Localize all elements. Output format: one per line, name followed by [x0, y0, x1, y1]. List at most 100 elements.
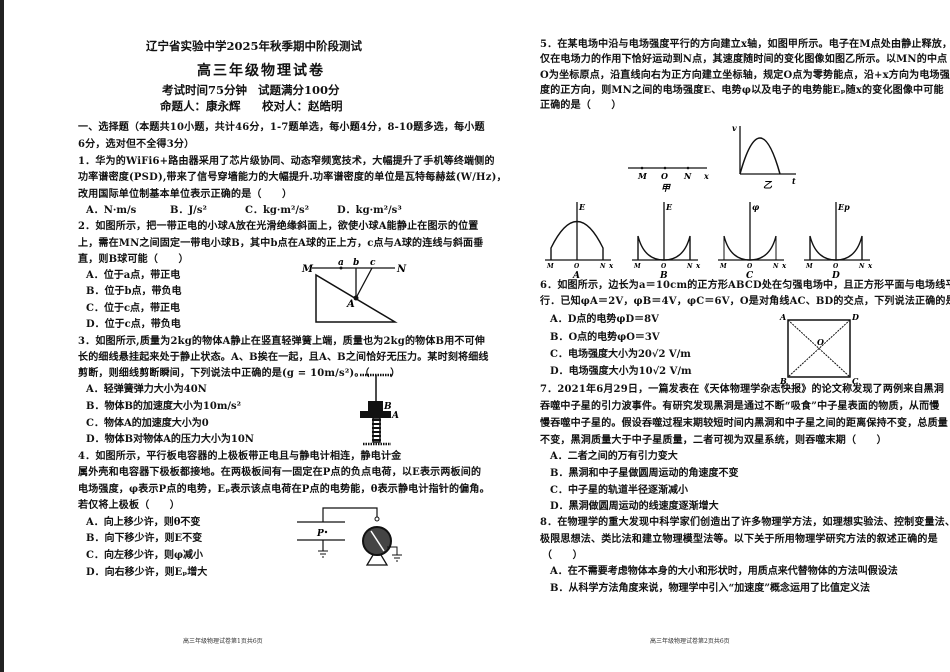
- svg-text:M: M: [637, 171, 648, 181]
- svg-text:c: c: [370, 258, 376, 268]
- svg-text:N: N: [599, 263, 606, 270]
- svg-text:D: D: [831, 271, 840, 281]
- graph-option-d[interactable]: Ep M O N x D: [802, 200, 877, 281]
- svg-text:乙: 乙: [763, 180, 773, 191]
- question-text: 极限思想法、类比法和建立物理模型法等。以下关于所用物理学研究方法的叙述正确的是: [540, 534, 938, 545]
- option-b[interactable]: B．位于b点，带负电: [86, 286, 182, 297]
- school-title: 辽宁省实验中学2025年秋季期中阶段测试: [146, 39, 363, 53]
- option-a[interactable]: A．轻弹簧弹力大小为40N: [86, 384, 207, 395]
- question-text: 慢吞噬中子星的。假设吞噬过程末期较短时间内黑洞和中子星之间的距离保持不变，总质量: [540, 418, 948, 429]
- svg-text:E: E: [665, 202, 673, 212]
- question-text: 6．如图所示，边长为a＝10cm的正方形ABCD处在匀强电场中，且正方形平面与电…: [540, 280, 950, 291]
- svg-text:P: P: [316, 529, 324, 539]
- option-c[interactable]: C．物体A的加速度大小为0: [86, 418, 209, 429]
- page-footer-right: 高三年级物理试卷第2页共6页: [650, 638, 730, 645]
- svg-text:D: D: [851, 312, 859, 322]
- option-c[interactable]: C．位于c点，带正电: [86, 303, 181, 314]
- option-d[interactable]: D．黑洞做圆周运动的线速度逐渐增大: [550, 501, 719, 512]
- question-text: 度的正方向，则MN之间的电场强度E、电势φ以及电子的电势能Eₚ随x的变化图像中可…: [540, 85, 944, 96]
- full-score: 试题满分100分: [258, 83, 340, 97]
- section-heading: 一、选择题（本题共10小题，共计46分，1-7题单选，每小题4分，8-10题多选…: [78, 122, 485, 133]
- scan-edge: [0, 0, 4, 672]
- svg-text:O: O: [833, 263, 839, 270]
- svg-text:t: t: [792, 176, 796, 186]
- square-abcd-figure: A D O B C: [779, 312, 859, 386]
- proofreader: 校对人：赵皓明: [262, 99, 343, 113]
- label: M: [301, 264, 314, 275]
- question-text: 行．已知φA＝2V，φB＝4V，φC＝6V，O是对角线AC、BD的交点，下列说法…: [540, 296, 950, 307]
- option-a[interactable]: A．向上移少许，则θ不变: [86, 517, 201, 528]
- question-text: 电场强度，φ表示P点的电势，Eₚ表示该点电荷在P点的电势能，θ表示静电计指针的偏…: [78, 484, 490, 495]
- option-d[interactable]: D．向右移少许，则Eₚ增大: [86, 567, 208, 578]
- question-text: 剪断，则细线剪断瞬间，下列说法中正确的是(g = 10m/s²)。（ ）: [78, 368, 401, 379]
- option-c[interactable]: C．向左移少许，则φ减小: [86, 550, 204, 561]
- svg-text:O: O: [661, 263, 667, 270]
- svg-text:a: a: [338, 258, 344, 268]
- option-a[interactable]: A．D点的电势φD＝8V: [550, 314, 659, 325]
- question-text: 不变，黑洞质量大于中子星质量，二者可视为双星系统，则吞噬末期（ ）: [540, 435, 887, 446]
- question-text: 吞噬中子星的引力波事件。有研究发现黑洞是通过不断“吸食”中子星表面的物质，从而慢: [540, 401, 940, 412]
- question-text: 仅在电场力的作用下恰好运动到N点，其速度随时间的变化图像如图乙所示。以MN的中点: [540, 54, 948, 65]
- option-c[interactable]: C．kg·m²/s²: [245, 205, 309, 216]
- option-b[interactable]: B．J/s²: [170, 205, 207, 216]
- option-a[interactable]: A．在不需要考虑物体本身的大小和形状时，用质点来代替物体的方法叫假设法: [550, 566, 898, 577]
- option-d[interactable]: D．kg·m²/s³: [337, 205, 402, 216]
- exam-time: 考试时间75分钟: [162, 83, 248, 97]
- svg-text:O: O: [574, 263, 580, 270]
- svg-text:Ep: Ep: [837, 202, 850, 212]
- svg-text:B: B: [383, 402, 392, 412]
- section-heading-cont: 6分，选对但不全得3分）: [78, 139, 195, 150]
- svg-text:B: B: [659, 271, 668, 281]
- svg-text:x: x: [867, 261, 873, 270]
- svg-text:B: B: [779, 376, 787, 386]
- svg-text:C: C: [746, 271, 754, 281]
- graph-option-b[interactable]: E M O N x B: [630, 200, 705, 281]
- svg-text:M: M: [546, 263, 554, 270]
- svg-text:x: x: [695, 261, 701, 270]
- option-a[interactable]: A．N·m/s: [86, 205, 137, 216]
- question-text: 上，需在MN之间固定一带电小球B，其中b点在A球的正上方，c点与A球的连线与斜面…: [78, 238, 484, 249]
- svg-text:M: M: [633, 263, 641, 270]
- graph-option-a[interactable]: E M O N x A: [543, 200, 618, 281]
- svg-text:b: b: [353, 258, 359, 268]
- svg-text:N: N: [772, 263, 779, 270]
- option-b[interactable]: B．从科学方法角度来说，物理学中引入“加速度”概念运用了比值定义法: [550, 583, 870, 594]
- option-d[interactable]: D．物体B对物体A的压力大小为10N: [86, 434, 254, 445]
- option-b[interactable]: B．O点的电势φO＝3V: [550, 332, 660, 343]
- page-footer-left: 高三年级物理试卷第1页共6页: [183, 638, 263, 645]
- question-text: 正确的是（ ）: [540, 100, 622, 111]
- svg-text:O: O: [747, 263, 753, 270]
- question-text: 2．如图所示，把一带正电的小球A放在光滑绝缘斜面上，欲使小球A能静止在图示的位置: [78, 221, 479, 232]
- option-d[interactable]: D．位于c点，带负电: [86, 319, 181, 330]
- option-c[interactable]: C．电场强度大小为20√2 V/m: [550, 349, 691, 360]
- question-text: 1．华为的WiFi6+路由器采用了芯片级协同、动态窄频宽技术，大幅提升了手机等终…: [78, 156, 495, 167]
- option-b[interactable]: B．黑洞和中子星做圆周运动的角速度不变: [550, 468, 739, 479]
- question-text: 若仅将上极板（ ）: [78, 500, 180, 511]
- figure-yi-vt-graph: v t 乙: [732, 123, 796, 191]
- svg-text:O: O: [817, 337, 824, 347]
- option-a[interactable]: A．位于a点，带正电: [86, 270, 181, 281]
- option-b[interactable]: B．向下移少许，则E不变: [86, 533, 203, 544]
- svg-text:N: N: [396, 264, 407, 275]
- svg-text:x: x: [608, 261, 614, 270]
- question-text: 4．如图所示，平行板电容器的上极板带正电且与静电计相连，静电计金: [78, 451, 402, 462]
- svg-text:M: M: [719, 263, 727, 270]
- graph-option-c[interactable]: φ M O N x C: [716, 200, 791, 281]
- svg-text:C: C: [852, 376, 859, 386]
- question-text: 7．2021年6月29日，一篇发表在《天体物理学杂志快报》的论文称发现了两例来自…: [540, 384, 945, 395]
- paper-title: 高三年级物理试卷: [197, 63, 325, 79]
- svg-text:A: A: [346, 299, 355, 310]
- option-b[interactable]: B．物体B的加速度大小为10m/s²: [86, 401, 242, 412]
- svg-text:N: N: [683, 171, 692, 181]
- option-a[interactable]: A．二者之间的万有引力变大: [550, 451, 678, 462]
- option-d[interactable]: D．电场强度大小为10√2 V/m: [550, 366, 692, 377]
- author: 命题人：康永辉: [160, 99, 241, 113]
- question-text: 功率谱密度(PSD),带来了信号穿墙能力的大幅提升.功率谱密度的单位是瓦特每赫兹…: [78, 172, 507, 183]
- svg-text:A: A: [779, 312, 786, 322]
- incline-figure: M a b c N A: [301, 258, 407, 323]
- svg-text:N: N: [858, 263, 865, 270]
- question-text: 长的细线悬挂起来处于静止状态。A、B挨在一起，且A、B之间恰好无压力。某时刻将细…: [78, 352, 489, 363]
- question-text: 直，则B球可能（ ）: [78, 254, 189, 265]
- question-text: 8．在物理学的重大发现中科学家们创造出了许多物理学方法，如理想实验法、控制变量法…: [540, 517, 950, 528]
- option-c[interactable]: C．中子星的轨道半径逐渐减小: [550, 485, 688, 496]
